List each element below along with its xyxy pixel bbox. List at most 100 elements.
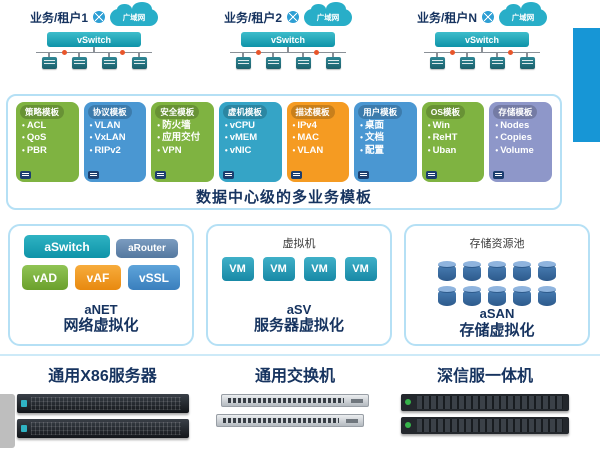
asan-code: aSAN (479, 306, 515, 321)
template-card-title: OS模板 (425, 105, 466, 119)
template-card-title: 协议模板 (87, 105, 132, 119)
storage-disk-icon (463, 286, 481, 306)
storage-disk-icon (463, 261, 481, 281)
server-rack-icon (429, 52, 445, 69)
vm-box: VM (221, 257, 254, 281)
asan-panel: 存储资源池 aSAN 存储虚拟化 (404, 224, 590, 346)
list-icon (222, 171, 234, 179)
template-item: vCPU (223, 120, 278, 132)
template-item: QoS (20, 132, 75, 144)
storage-disk-icon (513, 286, 531, 306)
appliance-image (401, 394, 569, 411)
template-card-vm: 虚机模板 vCPU vMEM vNIC (218, 102, 282, 182)
vswitch-node: vSwitch (47, 32, 141, 47)
template-card-description: 描述模板 IPv4 MAC VLAN (286, 102, 350, 182)
link-dot (119, 49, 125, 55)
template-item: VLAN (291, 145, 346, 157)
server-rack-row (429, 52, 535, 69)
vm-box: VM (262, 257, 295, 281)
template-item: Win (426, 120, 481, 132)
connector-line (481, 47, 483, 52)
template-card-os: OS模板 Win ReHT Uban (421, 102, 485, 182)
switch-title: 通用交换机 (254, 368, 335, 385)
server-rack-icon (489, 52, 505, 69)
template-item: Volume (493, 145, 548, 157)
wan-cloud-icon: 广域网 (304, 1, 352, 26)
template-card-user: 用户模板 桌面 文档 配置 (354, 102, 417, 182)
vm-box: VM (303, 257, 336, 281)
template-item: 桌面 (358, 120, 413, 132)
template-item: 应用交付 (155, 132, 210, 144)
anet-panel: aSwitch aRouter vAD vAF vSSL aNET 网络虚拟化 (8, 224, 194, 346)
x86-server-image (16, 394, 189, 413)
template-item: IPv4 (291, 120, 346, 132)
tenant-label: 业务/租户N (416, 10, 477, 25)
arouter-box: aRouter (116, 239, 178, 258)
router-icon (93, 11, 105, 23)
bus-line (230, 49, 346, 55)
bus-line (424, 49, 540, 55)
template-item: 文档 (358, 132, 413, 144)
list-icon (87, 171, 99, 179)
tenant-label: 业务/租户1 (29, 10, 88, 25)
server-rack-icon (459, 52, 475, 69)
template-item: MAC (291, 132, 346, 144)
x86-server-title: 通用X86服务器 (48, 368, 157, 385)
wan-cloud-label: 广域网 (511, 12, 535, 22)
appliance-column: 深信服一体机 (385, 362, 585, 444)
server-rack-icon (265, 52, 281, 69)
template-item: Copies (493, 132, 548, 144)
link-dot (61, 49, 67, 55)
connector-line (287, 47, 289, 52)
tenant-label: 业务/租户2 (223, 10, 282, 25)
server-rack-icon (325, 52, 341, 69)
link-dot (507, 49, 513, 55)
vm-row: VM VM VM VM (221, 257, 377, 281)
x86-server-column: 通用X86服务器 (0, 362, 205, 444)
template-item: Uban (426, 145, 481, 157)
wan-cloud-label: 广域网 (122, 12, 146, 22)
server-rack-icon (71, 52, 87, 69)
template-card-title: 安全模板 (155, 105, 200, 119)
list-icon (493, 171, 505, 179)
blue-edge-stripe (573, 28, 600, 142)
tenant-cluster-n: 业务/租户N 广域网 vSwitch (396, 1, 568, 69)
vssl-box: vSSL (128, 265, 180, 290)
list-icon (425, 171, 437, 179)
vswitch-node: vSwitch (241, 32, 335, 47)
server-rack-icon (131, 52, 147, 69)
template-card-title: 策略模板 (20, 105, 65, 119)
template-item: 防火墙 (155, 120, 210, 132)
template-item: ReHT (426, 132, 481, 144)
link-dot (449, 49, 455, 55)
template-card-title: 虚机模板 (222, 105, 267, 119)
template-item: vNIC (223, 145, 278, 157)
list-icon (155, 171, 167, 179)
connector-line (93, 47, 95, 52)
anet-code: aNET (84, 301, 118, 317)
list-icon (358, 171, 370, 179)
asv-panel: 虚拟机 VM VM VM VM aSV 服务器虚拟化 (206, 224, 392, 346)
tenant-cluster-2: 业务/租户2 广域网 vSwitch (202, 1, 374, 69)
server-rack-icon (101, 52, 117, 69)
anet-label: 网络虚拟化 (63, 317, 139, 335)
template-item: RIPv2 (88, 145, 143, 157)
vaf-box: vAF (75, 265, 121, 290)
server-rack-icon (235, 52, 251, 69)
template-item: VxLAN (88, 132, 143, 144)
templates-band-title: 数据中心级的多业务模板 (195, 189, 372, 206)
template-card-security: 安全模板 防火墙 应用交付 VPN (151, 102, 214, 182)
link-dot (255, 49, 261, 55)
asan-label: 存储虚拟化 (459, 321, 535, 339)
storage-disk-icon (438, 261, 456, 281)
templates-panel: 策略模板 ACL QoS PBR 协议模板 VLAN VxLAN RIPv2 安… (6, 94, 562, 210)
vad-box: vAD (22, 265, 68, 290)
switch-image (221, 394, 369, 407)
watermark (0, 394, 15, 448)
server-rack-row (41, 52, 147, 69)
storage-pool-header: 存储资源池 (469, 238, 525, 250)
router-icon (482, 11, 494, 23)
switch-column: 通用交换机 (205, 362, 385, 444)
list-icon (290, 171, 302, 179)
